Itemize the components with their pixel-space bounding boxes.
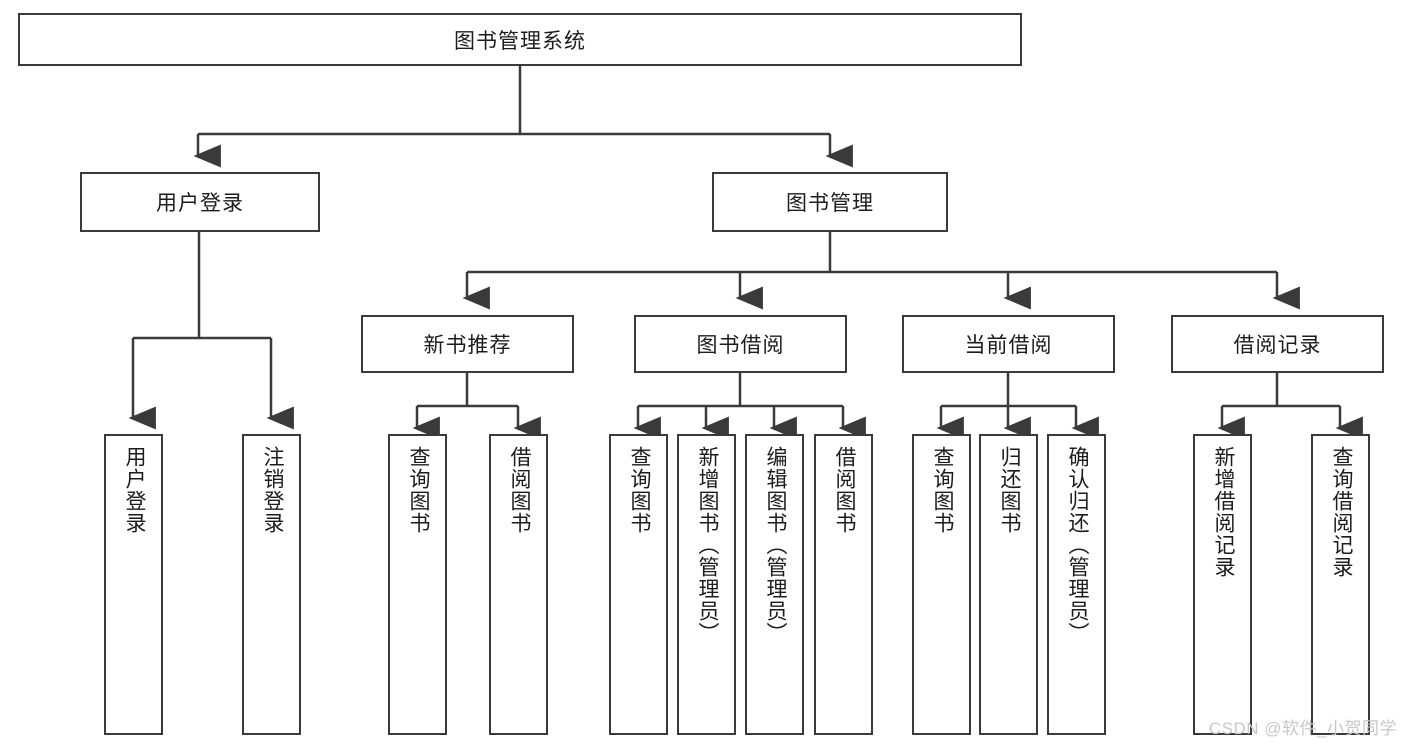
node-new-book-recommend-label: 新书推荐 [423, 334, 512, 357]
node-user-login[interactable]: 用户登录 [80, 172, 320, 232]
node-borrow-record[interactable]: 借阅记录 [1171, 315, 1384, 373]
node-leaf-borrow-book-1-label: 借阅图书 [507, 446, 531, 534]
node-leaf-query-record[interactable]: 查询借阅记录 [1311, 434, 1370, 735]
node-borrow-record-label: 借阅记录 [1233, 334, 1322, 357]
node-book-borrow[interactable]: 图书借阅 [634, 315, 847, 373]
node-leaf-edit-book[interactable]: 编辑图书（管理员） [745, 434, 804, 735]
node-leaf-query-book-2[interactable]: 查询图书 [609, 434, 668, 735]
node-leaf-query-record-label: 查询借阅记录 [1329, 446, 1353, 578]
node-root-label: 图书管理系统 [454, 29, 586, 53]
node-current-borrow-label: 当前借阅 [964, 334, 1053, 357]
node-user-login-label: 用户登录 [156, 192, 244, 215]
node-leaf-borrow-book-2-label: 借阅图书 [832, 446, 856, 534]
node-book-manage[interactable]: 图书管理 [712, 172, 948, 232]
node-leaf-user-login[interactable]: 用户登录 [104, 434, 163, 735]
node-leaf-edit-book-label: 编辑图书（管理员） [763, 446, 787, 644]
node-leaf-query-book-3-label: 查询图书 [930, 446, 954, 534]
node-leaf-query-book-1-label: 查询图书 [406, 446, 430, 534]
node-leaf-borrow-book-2[interactable]: 借阅图书 [814, 434, 873, 735]
node-leaf-borrow-book-1[interactable]: 借阅图书 [489, 434, 548, 735]
node-leaf-add-book-label: 新增图书（管理员） [695, 446, 719, 644]
node-book-borrow-label: 图书借阅 [696, 334, 785, 357]
node-leaf-query-book-3[interactable]: 查询图书 [912, 434, 971, 735]
node-leaf-add-record-label: 新增借阅记录 [1211, 446, 1235, 578]
node-leaf-query-book-1[interactable]: 查询图书 [388, 434, 447, 735]
node-leaf-return-book[interactable]: 归还图书 [979, 434, 1038, 735]
node-leaf-query-book-2-label: 查询图书 [627, 446, 651, 534]
node-book-manage-label: 图书管理 [786, 192, 874, 215]
node-leaf-user-login-label: 用户登录 [122, 446, 146, 534]
node-leaf-add-book[interactable]: 新增图书（管理员） [677, 434, 736, 735]
node-leaf-confirm-return[interactable]: 确认归还（管理员） [1047, 434, 1106, 735]
node-leaf-logout-login[interactable]: 注销登录 [242, 434, 301, 735]
node-leaf-return-book-label: 归还图书 [997, 446, 1021, 534]
node-leaf-confirm-return-label: 确认归还（管理员） [1065, 446, 1089, 644]
node-root[interactable]: 图书管理系统 [18, 13, 1022, 66]
node-current-borrow[interactable]: 当前借阅 [902, 315, 1115, 373]
csdn-watermark: CSDN @软件_小贺同学 [1208, 719, 1397, 738]
node-leaf-logout-login-label: 注销登录 [260, 446, 284, 534]
node-new-book-recommend[interactable]: 新书推荐 [361, 315, 574, 373]
node-leaf-add-record[interactable]: 新增借阅记录 [1193, 434, 1252, 735]
